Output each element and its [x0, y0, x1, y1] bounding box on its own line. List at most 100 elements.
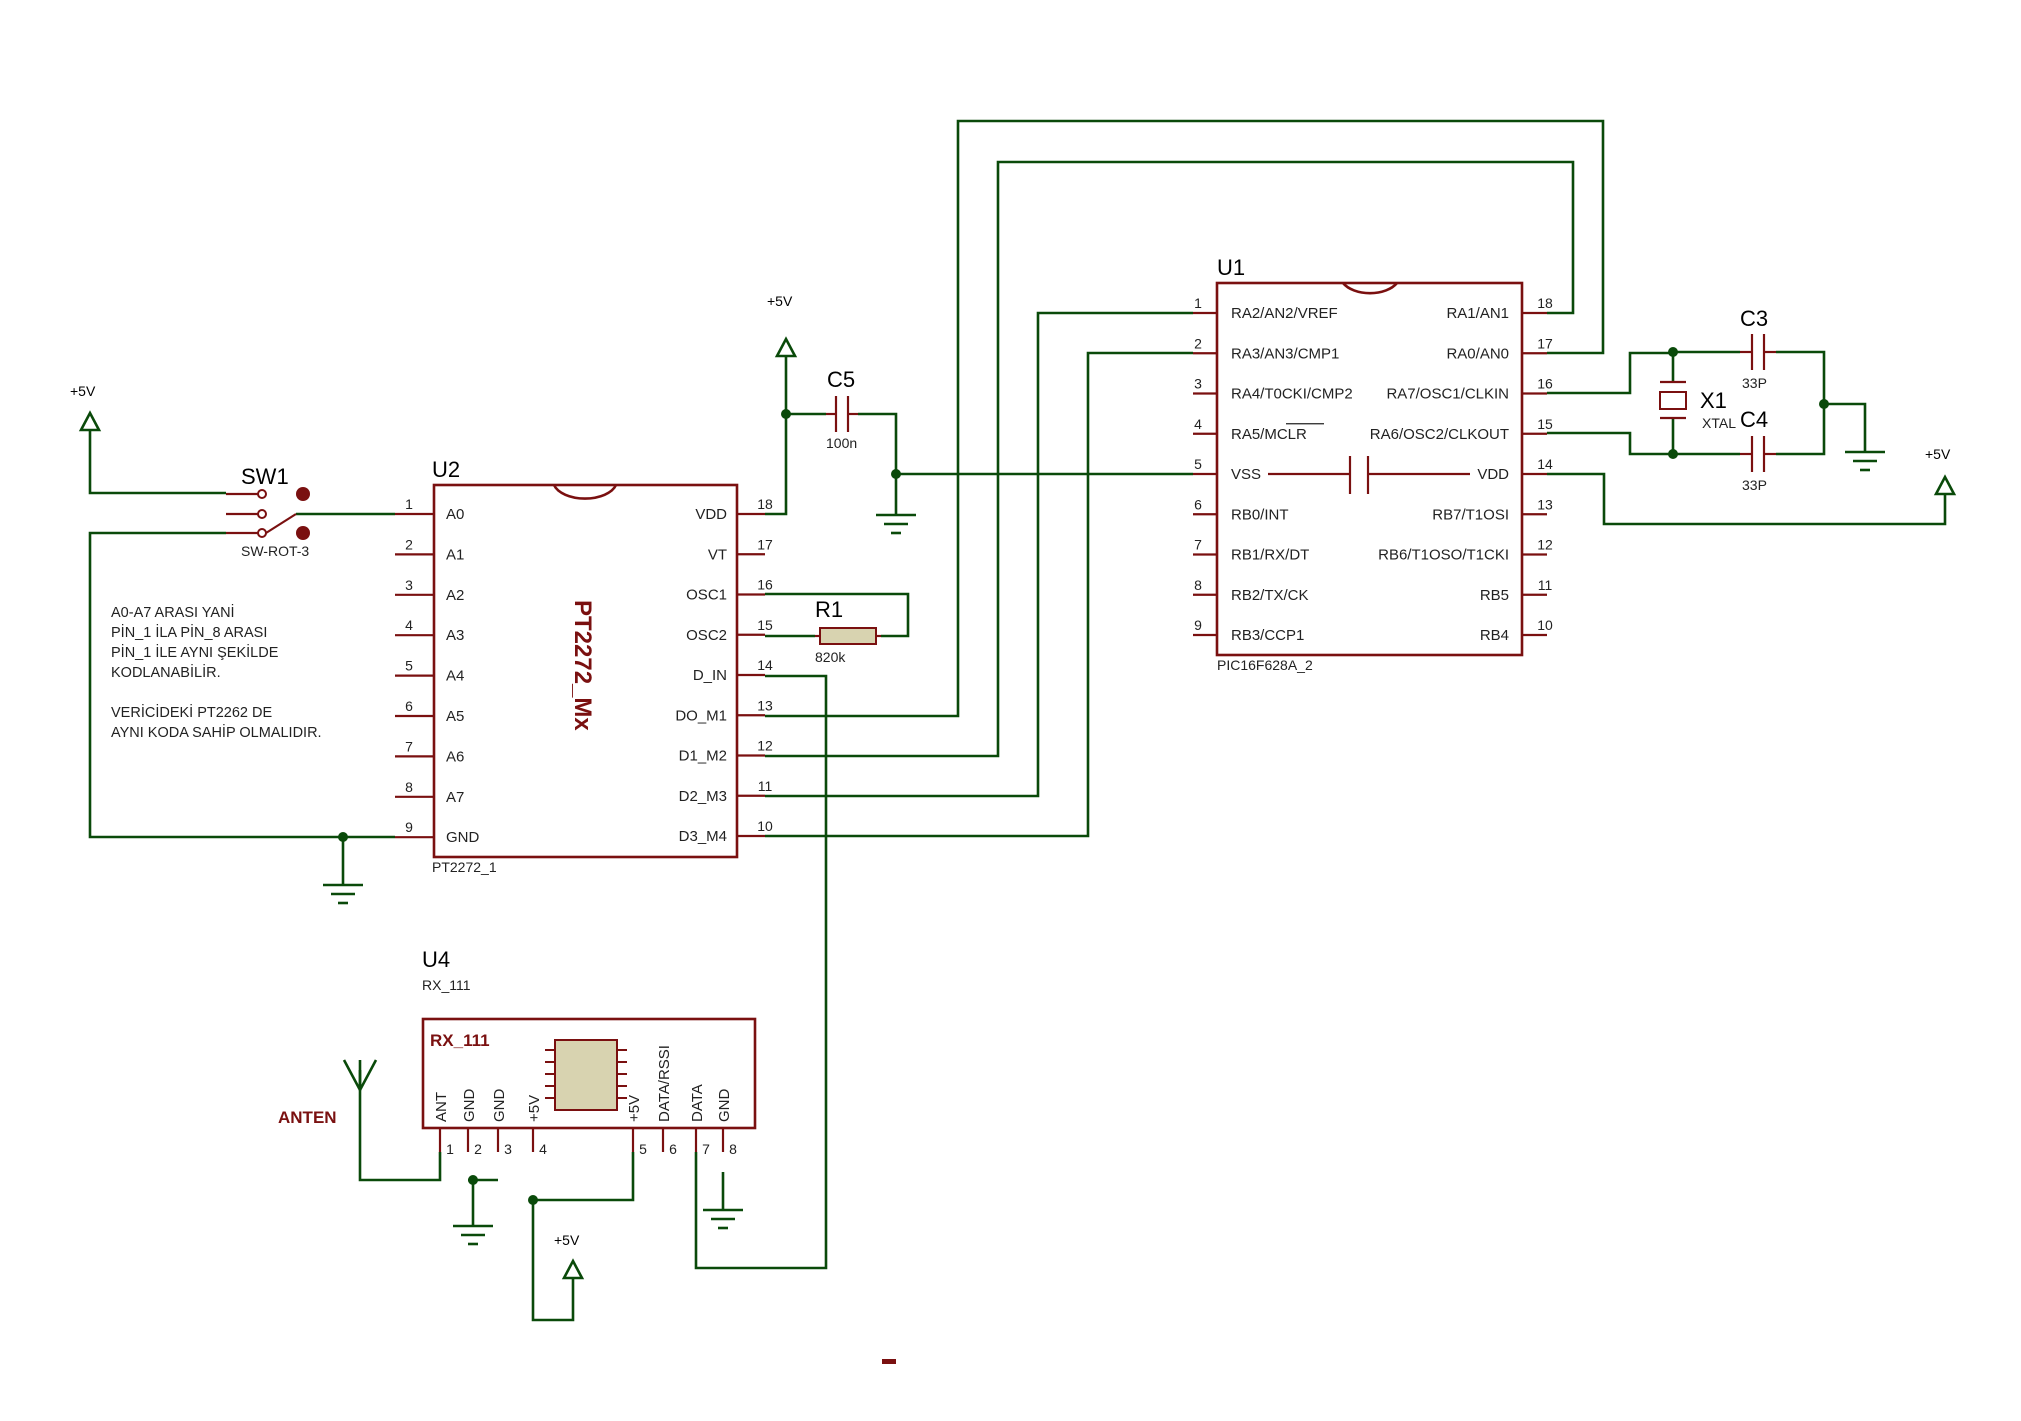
sw1-ref: SW1 [241, 464, 289, 489]
u4-part: RX_111 [422, 977, 471, 993]
pin-number: 1 [405, 496, 413, 512]
ground-icon [876, 513, 916, 535]
pin-name: D2_M3 [679, 788, 727, 805]
pin-name: GND [461, 1089, 478, 1123]
c5-capacitor: C5 100n [826, 367, 858, 451]
x1-ref: X1 [1700, 388, 1727, 413]
wire-xtal-gnd [1824, 402, 1867, 452]
c4-ref: C4 [1740, 407, 1768, 432]
u2-part: PT2272_1 [432, 859, 497, 875]
pin-name: RB1/RX/DT [1231, 547, 1309, 564]
u1-ref: U1 [1217, 255, 1245, 280]
r1-value: 820k [815, 649, 846, 665]
pin-name: D1_M2 [679, 748, 727, 765]
pin-name: D_IN [693, 667, 727, 684]
wire-d2 [765, 311, 1193, 798]
pin-number: 3 [405, 577, 413, 593]
vcc-label: +5V [70, 383, 96, 399]
pin-name: A5 [446, 708, 464, 725]
pin-number: 9 [405, 819, 413, 835]
pin-name: OSC1 [686, 587, 727, 604]
c4-capacitor: C4 33P [1740, 407, 1776, 493]
wire-sw1-gnd [88, 531, 395, 839]
c5-value: 100n [826, 435, 857, 451]
junction-dot [528, 1195, 538, 1205]
junction-dot [781, 409, 791, 419]
pin-name: VDD [1477, 466, 1509, 483]
pin-name: RA2/AN2/VREF [1231, 305, 1338, 322]
wire-u1-vdd [1547, 472, 1947, 526]
vcc-label: +5V [554, 1232, 580, 1248]
vcc-arrow-icon: +5V [767, 293, 798, 358]
wire-rx-5v-bus [533, 1152, 635, 1202]
pin-name: ANT [433, 1092, 450, 1122]
u2-ref: U2 [432, 457, 460, 482]
wire-rx-vcc [531, 1200, 575, 1322]
pin-number: 2 [1194, 335, 1202, 351]
c3-value: 33P [1742, 375, 1767, 391]
note-line: VERİCİDEKİ PT2262 DE [111, 703, 272, 721]
u4-chip-icon [545, 1039, 627, 1111]
pin-name: RA1/AN1 [1446, 305, 1509, 322]
vcc-arrow-icon: +5V [70, 383, 102, 432]
pin-name: VT [708, 546, 727, 563]
sw1-switch: SW1 SW-ROT-3 [226, 464, 310, 559]
vcc-arrow-icon: +5V [554, 1232, 585, 1280]
pin-name: RB7/T1OSI [1432, 506, 1509, 523]
pin-name: RB4 [1480, 627, 1509, 644]
wire-d3 [765, 351, 1193, 838]
pin-number: 4 [539, 1141, 547, 1157]
pin-name: RA0/AN0 [1446, 345, 1509, 362]
pin-name: GND [491, 1089, 508, 1123]
wire-d0 [765, 119, 1605, 718]
u1-right-pins: RA1/AN118RA0/AN017RA7/OSC1/CLKIN16RA6/OS… [1370, 295, 1553, 644]
u1-notch [1341, 282, 1399, 295]
pin-name: RA6/OSC2/CLKOUT [1370, 426, 1509, 443]
pin-number: 3 [504, 1141, 512, 1157]
c4-value: 33P [1742, 477, 1767, 493]
pin-number: 13 [757, 697, 773, 713]
ground-icon [323, 883, 363, 905]
pin-number: 17 [757, 536, 773, 552]
pin-number: 1 [1194, 295, 1202, 311]
pin-name: VDD [695, 506, 727, 523]
pin-number: 16 [1537, 376, 1553, 392]
pin-number: 6 [1194, 496, 1202, 512]
junction-dot [338, 832, 348, 842]
pin-number: 3 [1194, 376, 1202, 392]
r1-ref: R1 [815, 597, 843, 622]
pin-name: +5V [626, 1095, 643, 1122]
pin-number: 13 [1537, 496, 1553, 512]
pin-name: RB6/T1OSO/T1CKI [1378, 547, 1509, 564]
marker [882, 1359, 896, 1364]
pin-number: 2 [474, 1141, 482, 1157]
pin-name: RB5 [1480, 587, 1509, 604]
pin-number: 4 [405, 617, 413, 633]
x1-value: XTAL [1702, 415, 1736, 431]
pin-number: 8 [405, 779, 413, 795]
pin-number: 18 [757, 496, 773, 512]
junction-dot [1668, 449, 1678, 459]
wire-d1 [765, 160, 1575, 758]
vcc-arrow-icon: +5V [1925, 446, 1957, 496]
note-line: AYNI KODA SAHİP OLMALIDIR. [111, 723, 322, 741]
u2-body [432, 483, 739, 859]
pin-number: 2 [405, 536, 413, 552]
pin-number: 7 [702, 1141, 710, 1157]
pin-number: 14 [1537, 456, 1553, 472]
pin-number: 6 [405, 698, 413, 714]
wire-osc1 [765, 592, 910, 638]
pin-number: 10 [757, 818, 773, 834]
pin-name: GND [446, 829, 480, 846]
pin-number: 11 [1538, 577, 1553, 593]
pin-number: 15 [1537, 416, 1553, 432]
pin-number: 6 [669, 1141, 677, 1157]
power-symbols: +5V +5V +5V +5V [70, 293, 1957, 1280]
u4-ref: U4 [422, 947, 450, 972]
junction-dot [891, 469, 901, 479]
u1-left-pins: RA2/AN2/VREF1RA3/AN3/CMP12RA4/T0CKI/CMP2… [1193, 295, 1353, 644]
pin-number: 5 [405, 658, 413, 674]
